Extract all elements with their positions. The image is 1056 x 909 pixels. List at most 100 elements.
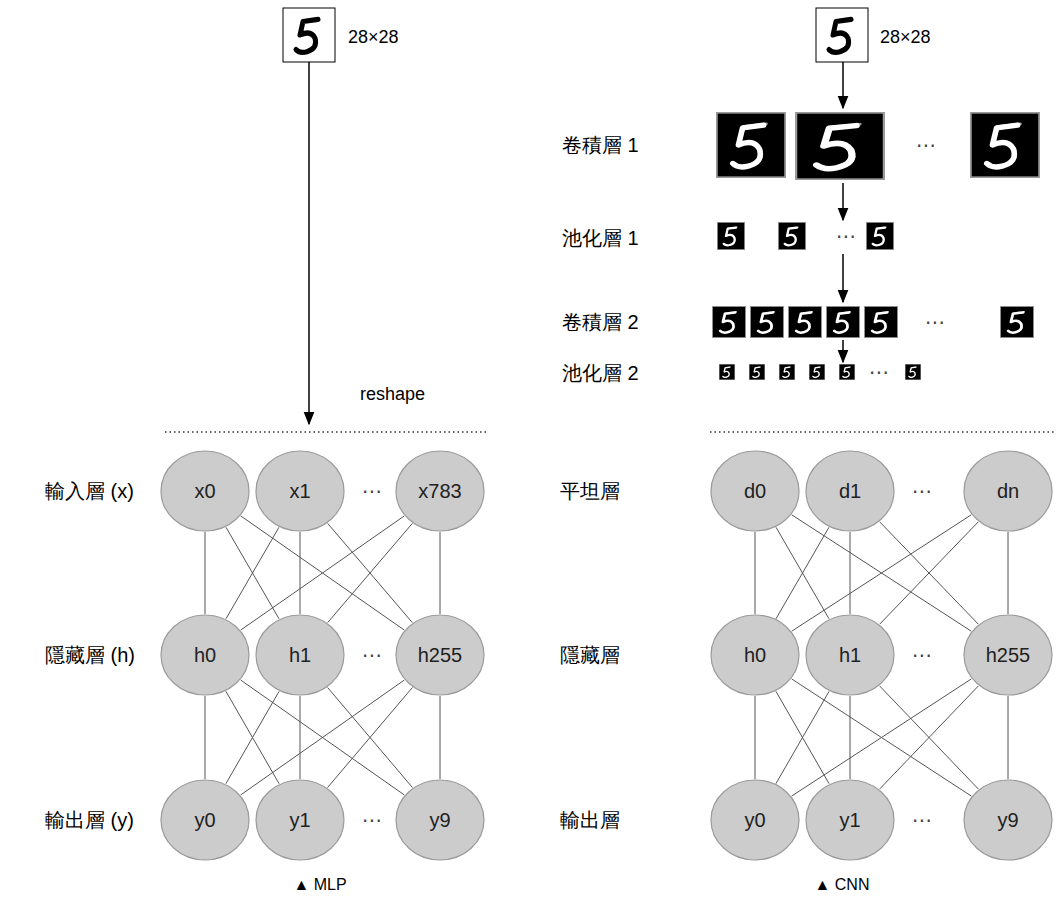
connection-line xyxy=(776,691,829,783)
ellipsis: ⋯ xyxy=(362,643,382,667)
connection-line xyxy=(328,523,413,622)
ellipsis: ⋯ xyxy=(912,479,932,503)
neuron-label: h0 xyxy=(744,643,766,667)
neuron-circle: d0 xyxy=(710,450,800,532)
connection-line xyxy=(226,527,279,618)
layer-name: 輸出層 xyxy=(560,808,620,832)
connection-line xyxy=(226,691,279,783)
feature-map xyxy=(712,306,745,337)
connection-line xyxy=(440,696,441,779)
circle-shape xyxy=(161,780,249,860)
connection-line xyxy=(328,523,413,622)
connection-line xyxy=(850,696,851,779)
connection-line xyxy=(1008,532,1009,614)
connection-line xyxy=(850,532,851,614)
feature-map xyxy=(788,306,821,337)
neuron-circle: x1 xyxy=(255,450,345,532)
pooled-map xyxy=(905,364,921,380)
connection-line xyxy=(755,696,756,779)
neuron-circle: dn xyxy=(963,450,1053,532)
connection-line xyxy=(792,679,972,796)
feature-map xyxy=(717,113,786,178)
neuron-circle: y1 xyxy=(805,779,895,861)
pooled-map xyxy=(749,364,765,380)
connection-line xyxy=(880,522,979,624)
feature-map xyxy=(864,306,897,337)
neuron-label: y0 xyxy=(744,808,765,832)
connection-line xyxy=(1008,696,1009,779)
connection-line xyxy=(241,680,405,795)
flow-arrow xyxy=(842,183,844,220)
circle-shape xyxy=(806,615,894,695)
neuron-label: h255 xyxy=(418,643,463,667)
neuron-label: y0 xyxy=(194,808,215,832)
dotted-divider xyxy=(710,431,1056,433)
layer-name: 隱藏層 (h) xyxy=(45,643,135,667)
reshape-arrow xyxy=(308,62,310,424)
neuron-label: x783 xyxy=(418,479,461,503)
connection-line xyxy=(880,522,979,624)
connection-line xyxy=(328,687,413,787)
neuron-label: d1 xyxy=(839,479,861,503)
layer-name: 隱藏層 xyxy=(560,643,620,667)
connection-line xyxy=(792,515,972,631)
size-label: 28×28 xyxy=(880,27,931,49)
step-label: reshape xyxy=(360,384,425,406)
neuron-circle: h0 xyxy=(710,614,800,696)
ellipsis: ⋯ xyxy=(925,310,945,334)
feature-map xyxy=(971,113,1040,178)
feature-map xyxy=(796,113,884,180)
neuron-label: h255 xyxy=(986,643,1031,667)
ellipsis: ⋯ xyxy=(912,808,932,832)
neuron-circle: h1 xyxy=(805,614,895,696)
circle-shape xyxy=(964,615,1052,695)
digit-image xyxy=(829,19,851,52)
neuron-circle: h255 xyxy=(963,614,1053,696)
connection-line xyxy=(776,691,829,783)
feature-map xyxy=(826,306,859,337)
connection-line xyxy=(300,696,301,779)
pooled-map xyxy=(717,222,744,249)
layer-name: 卷積層 1 xyxy=(562,133,639,157)
feature-map xyxy=(750,306,783,337)
flow-arrow xyxy=(842,62,844,108)
connection-line xyxy=(241,516,405,630)
neuron-label: y1 xyxy=(289,808,310,832)
size-label: 28×28 xyxy=(348,27,399,49)
circle-shape xyxy=(964,780,1052,860)
connection-line xyxy=(241,680,405,795)
connection-line xyxy=(300,532,301,614)
neuron-circle: h0 xyxy=(160,614,250,696)
caption: ▲ CNN xyxy=(815,875,870,894)
pooled-map xyxy=(866,222,893,249)
neuron-circle: y9 xyxy=(395,779,485,861)
circle-shape xyxy=(396,780,484,860)
circle-shape xyxy=(396,451,484,531)
connection-line xyxy=(226,691,279,783)
ellipsis: ⋯ xyxy=(362,808,382,832)
neuron-label: h0 xyxy=(194,643,216,667)
feature-map xyxy=(1000,306,1033,337)
circle-shape xyxy=(161,615,249,695)
connection-line xyxy=(792,679,972,796)
ellipsis: ⋯ xyxy=(836,224,856,248)
neuron-label: y9 xyxy=(429,808,450,832)
layer-name: 池化層 2 xyxy=(562,361,639,385)
neuron-label: y1 xyxy=(839,808,860,832)
input-image-frame xyxy=(283,8,335,62)
neuron-label: x0 xyxy=(194,479,215,503)
flow-arrow xyxy=(842,340,844,362)
circle-shape xyxy=(806,780,894,860)
neuron-circle: y1 xyxy=(255,779,345,861)
circle-shape xyxy=(711,451,799,531)
neuron-label: dn xyxy=(997,479,1019,503)
neuron-label: d0 xyxy=(744,479,766,503)
pooled-map xyxy=(778,222,805,249)
neuron-circle: y0 xyxy=(160,779,250,861)
layer-name: 輸入層 (x) xyxy=(45,479,134,503)
pooled-map xyxy=(779,364,795,380)
caption: ▲ MLP xyxy=(293,875,346,894)
